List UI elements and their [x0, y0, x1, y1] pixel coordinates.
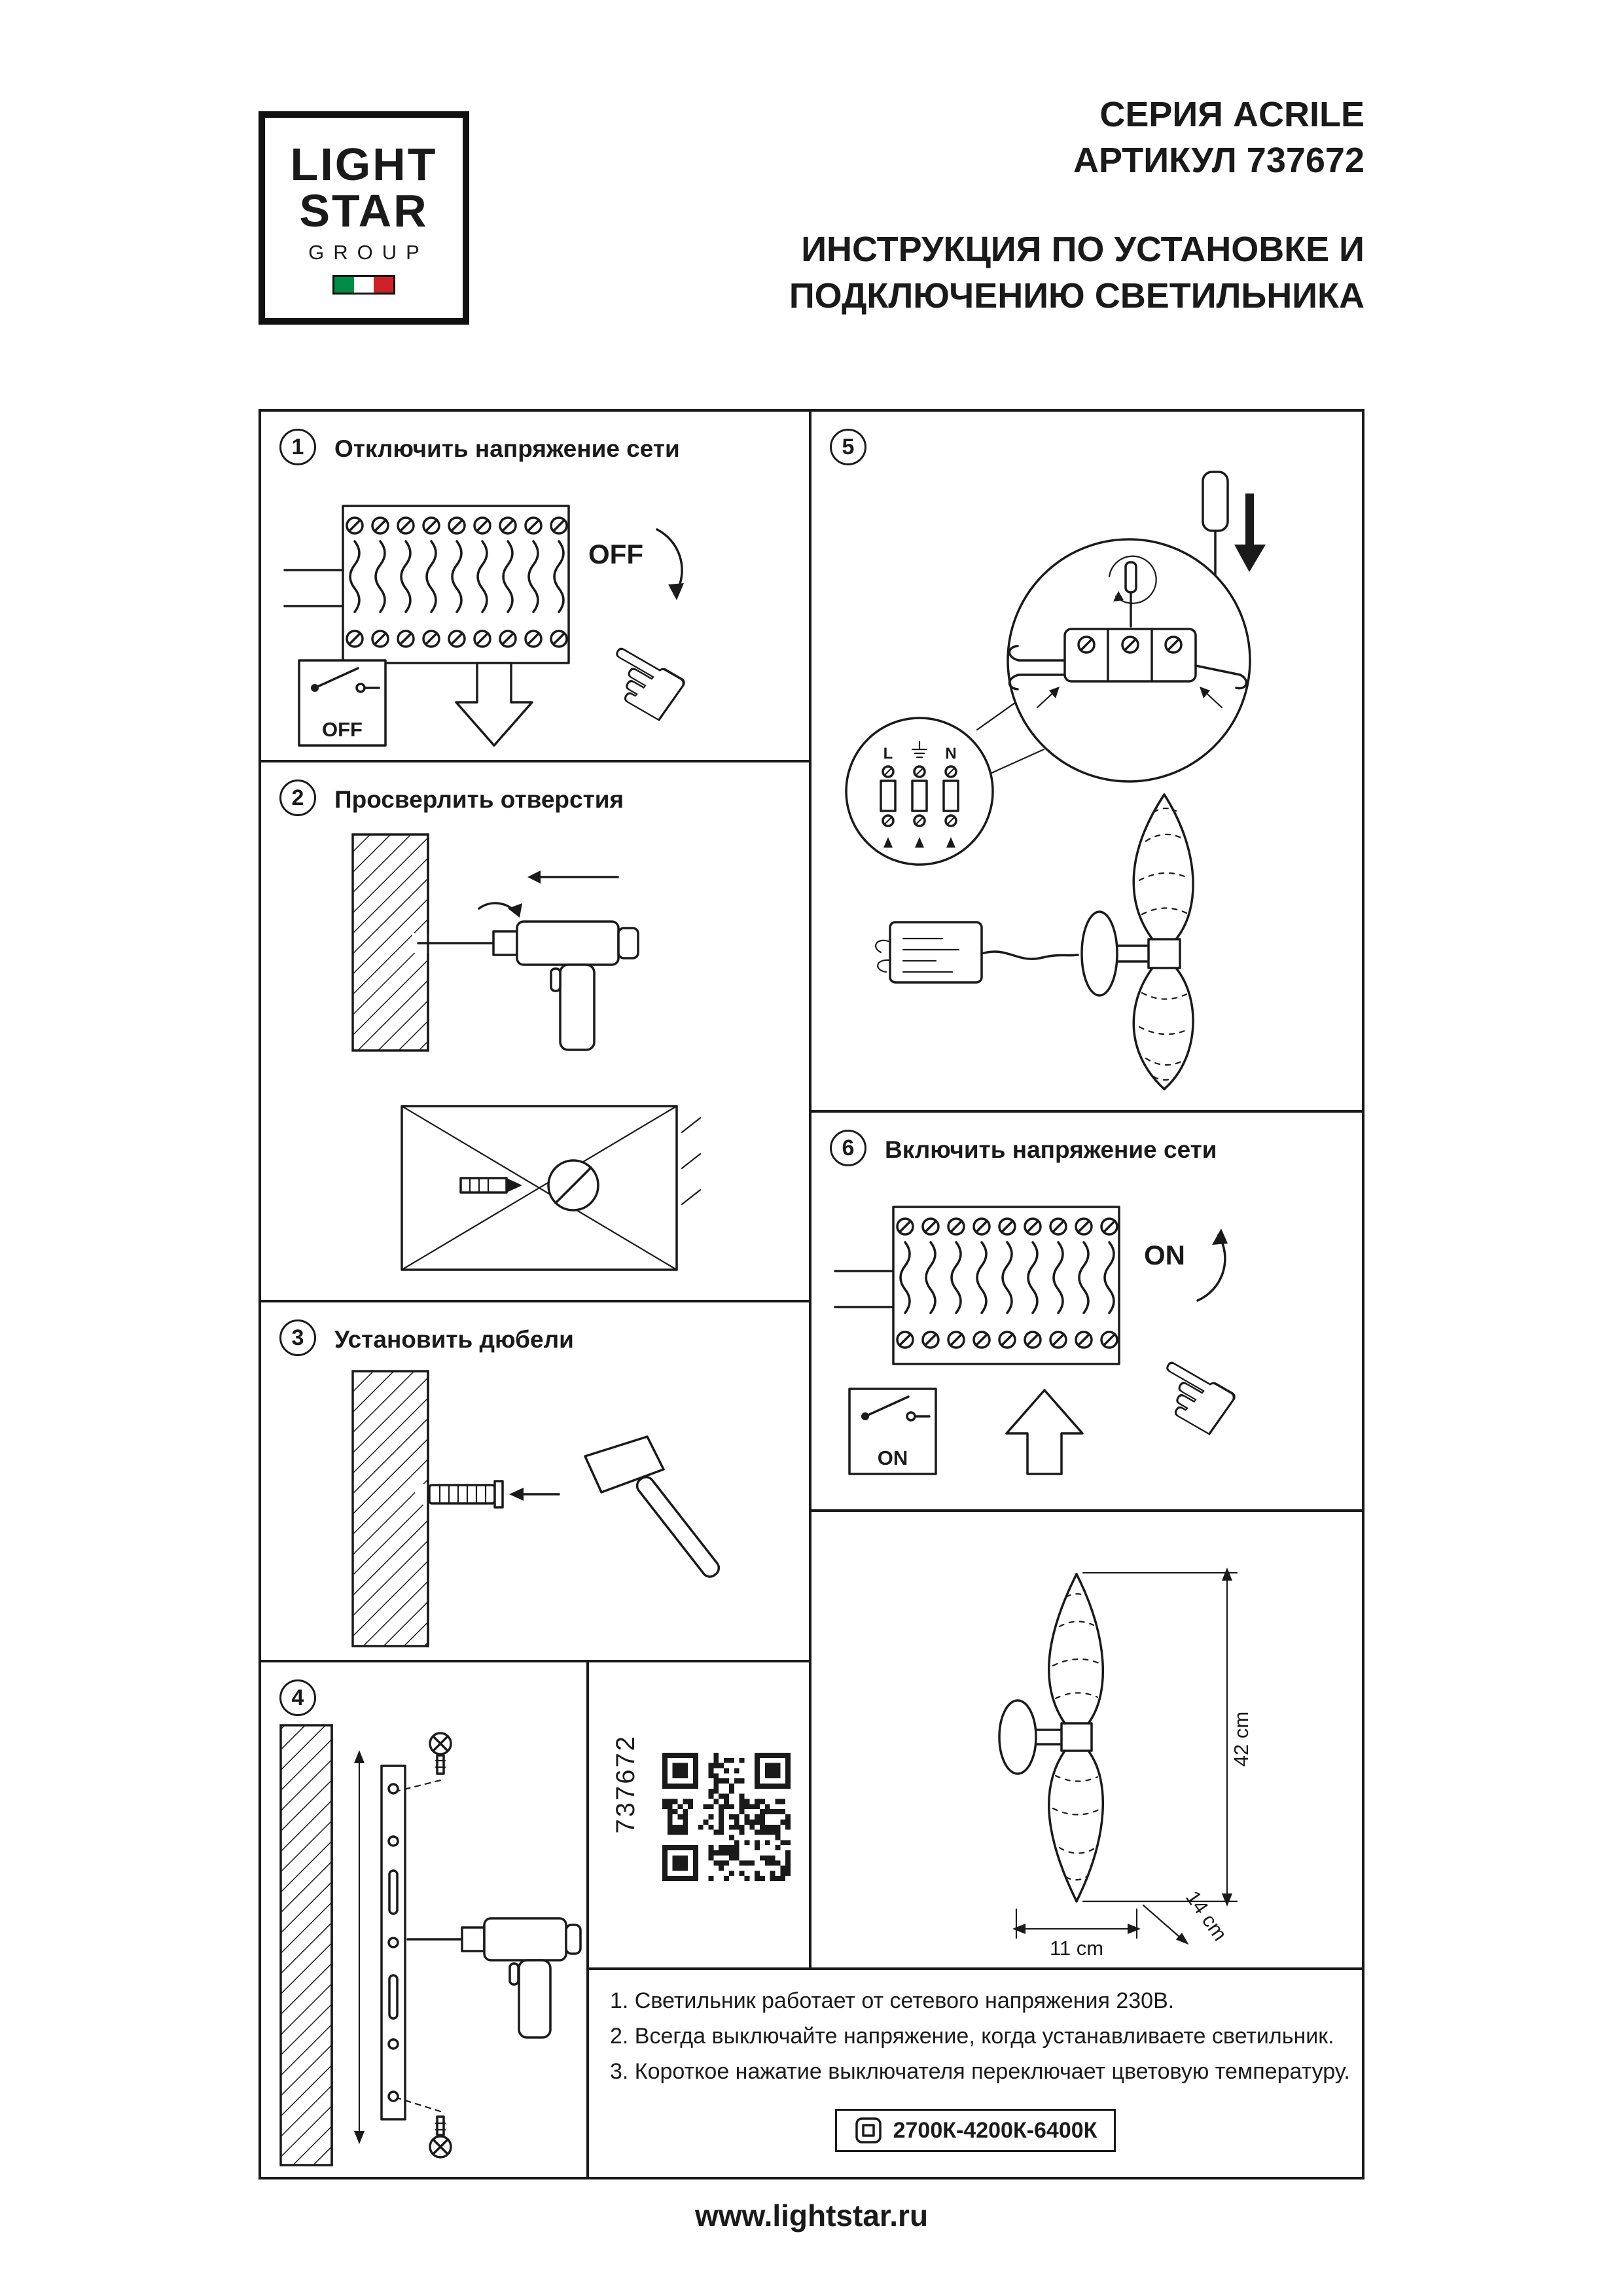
breaker-state-label: OFF [588, 539, 643, 569]
qr-article: 737672 [611, 1734, 640, 1834]
footer-url: www.lightstar.ru [694, 2198, 929, 2233]
step6-label: Включить напряжение сети [885, 1136, 1217, 1163]
terminal-strip-icon: L N [880, 740, 959, 848]
note-line-2: 2. Всегда выключайте напряжение, когда у… [610, 2024, 1334, 2049]
note-line-1: 1. Светильник работает от сетевого напря… [610, 1988, 1175, 2013]
breaker-state-label: ON [1144, 1240, 1185, 1270]
breaker-on-illustration: ON ☜ ON [834, 1206, 1264, 1475]
spiral-lamp-icon [1048, 1573, 1105, 1903]
color-temp-label: 2700К-4200К-6400К [893, 2117, 1097, 2143]
screwdriver-icon [1202, 471, 1229, 586]
step1-panel: 1 Отключить напряжение сети OFF ☜ OFF [259, 409, 812, 762]
dimension-height-label: 42 cm [1230, 1712, 1253, 1767]
step6-number: 6 [830, 1130, 866, 1166]
doc-title: ИНСТРУКЦИЯ ПО УСТАНОВКЕ И ПОДКЛЮЧЕНИЮ СВ… [789, 226, 1364, 318]
lightstar-logo: LIGHT STAR GROUP [259, 111, 469, 325]
step4-number: 4 [279, 1679, 316, 1716]
screwdriver-small-icon [1108, 555, 1157, 628]
step5-panel: 5 [809, 409, 1364, 1113]
step5-number: 5 [830, 429, 866, 465]
logo-word-light: LIGHT [290, 138, 438, 190]
pointing-hand-icon: ☜ [1122, 1319, 1264, 1473]
wall-plate-icon [998, 1699, 1037, 1775]
up-arrow-icon [1005, 1389, 1084, 1475]
down-arrow-icon [455, 662, 533, 747]
switch-off-icon [298, 659, 387, 747]
logo-word-star: STAR [299, 185, 429, 236]
push-button-icon [855, 2117, 882, 2144]
screw-top-icon [397, 1732, 452, 1792]
step3-panel: 3 Установить дюбели [259, 1300, 812, 1662]
terminal-l-label: L [883, 745, 893, 762]
switch-state-label: OFF [322, 718, 363, 741]
bracket-mounting-illustration [279, 1724, 582, 2166]
ground-icon [911, 740, 928, 759]
italy-flag-icon [332, 275, 395, 295]
step2-number: 2 [279, 780, 316, 816]
step3-label: Установить дюбели [334, 1326, 574, 1353]
header: СЕРИЯ ACRILE АРТИКУЛ 737672 ИНСТРУКЦИЯ П… [789, 92, 1364, 319]
switch-state-label: ON [878, 1446, 908, 1469]
spiral-lamp-icon [1132, 793, 1194, 1090]
flag-white [354, 277, 374, 293]
qr-code [662, 1753, 791, 1881]
step6-panel: 6 Включить напряжение сети ON ☜ ON [809, 1110, 1364, 1512]
step1-label: Отключить напряжение сети [334, 435, 680, 462]
doc-title-line1: ИНСТРУКЦИЯ ПО УСТАНОВКЕ И [801, 230, 1364, 270]
color-temp-row: 2700К-4200К-6400К [589, 2109, 1362, 2152]
logo-word-group: GROUP [308, 241, 429, 264]
wiring-assembly-illustration: L N [845, 471, 1266, 1090]
screw-bottom-icon [397, 2097, 452, 2159]
doc-title-line2: ПОДКЛЮЧЕНИЮ СВЕТИЛЬНИКА [789, 276, 1364, 315]
terminal-n-label: N [945, 745, 956, 762]
qr-panel: 737672 [586, 1660, 812, 1970]
flag-red [374, 277, 393, 293]
drill-icon [406, 1917, 582, 2039]
dimensions-panel: 42 cm 11 cm 14 cm [809, 1509, 1364, 1970]
color-temp-box: 2700К-4200К-6400К [834, 2109, 1116, 2152]
flag-green [334, 277, 354, 293]
drilling-illustration [351, 833, 702, 1271]
step3-number: 3 [279, 1319, 316, 1356]
pointing-hand-icon: ☜ [571, 605, 714, 759]
dimension-width-label: 11 cm [1050, 1937, 1103, 1960]
breaker-off-illustration: OFF ☜ OFF [283, 505, 714, 759]
lamp-dimensions-illustration: 42 cm 11 cm 14 cm [998, 1568, 1253, 1960]
series-title: СЕРИЯ ACRILE [1099, 95, 1364, 134]
article-title: АРТИКУЛ 737672 [1073, 141, 1364, 181]
qr-modules [662, 1753, 791, 1881]
canopy-icon [1080, 910, 1118, 997]
notes-panel: 1. Светильник работает от сетевого напря… [586, 1967, 1364, 2179]
step2-panel: 2 Просверлить отверстия [259, 760, 812, 1302]
step1-number: 1 [279, 429, 316, 465]
note-line-3: 3. Короткое нажатие выключателя переключ… [610, 2059, 1350, 2084]
terminal-block-icon [1008, 628, 1248, 709]
step2-label: Просверлить отверстия [334, 786, 624, 813]
step4-panel: 4 [259, 1660, 589, 2179]
driver-box-icon [875, 921, 983, 984]
dowel-illustration [351, 1370, 721, 1647]
